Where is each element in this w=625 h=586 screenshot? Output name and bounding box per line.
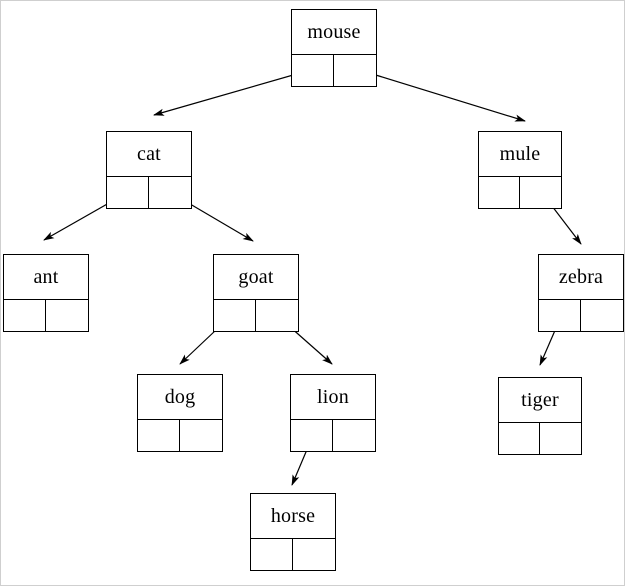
tree-node-right-pointer-horse[interactable] [293,539,335,570]
tree-node-pointers-horse [251,539,335,570]
tree-node-right-pointer-zebra[interactable] [581,300,623,331]
tree-node-right-pointer-goat[interactable] [256,300,298,331]
tree-node-pointers-lion [291,420,375,451]
tree-node-mule[interactable]: mule [478,131,562,209]
tree-node-right-pointer-cat[interactable] [149,177,191,208]
tree-node-cat[interactable]: cat [106,131,192,209]
tree-node-label-dog: dog [138,375,222,420]
tree-node-label-tiger: tiger [499,378,581,423]
tree-node-pointers-cat [107,177,191,208]
tree-node-pointers-goat [214,300,298,331]
tree-edge-mouse-left-to-cat [153,68,315,116]
tree-node-pointers-mouse [292,55,376,86]
tree-node-label-lion: lion [291,375,375,420]
tree-node-label-cat: cat [107,132,191,177]
tree-node-label-horse: horse [251,494,335,539]
tree-node-left-pointer-lion[interactable] [291,420,333,451]
tree-node-label-goat: goat [214,255,298,300]
tree-node-left-pointer-mule[interactable] [479,177,520,208]
tree-node-goat[interactable]: goat [213,254,299,332]
tree-node-left-pointer-tiger[interactable] [499,423,540,454]
tree-node-left-pointer-ant[interactable] [4,300,46,331]
tree-node-label-ant: ant [4,255,88,300]
tree-node-pointers-mule [479,177,561,208]
tree-node-right-pointer-mouse[interactable] [334,55,376,86]
tree-node-right-pointer-tiger[interactable] [540,423,581,454]
tree-node-left-pointer-goat[interactable] [214,300,256,331]
tree-node-left-pointer-zebra[interactable] [539,300,581,331]
tree-node-right-pointer-lion[interactable] [333,420,375,451]
tree-node-tiger[interactable]: tiger [498,377,582,455]
tree-node-label-zebra: zebra [539,255,623,300]
tree-node-right-pointer-mule[interactable] [520,177,561,208]
tree-node-left-pointer-cat[interactable] [107,177,149,208]
tree-edge-mouse-right-to-mule [352,67,526,122]
tree-node-pointers-zebra [539,300,623,331]
tree-node-horse[interactable]: horse [250,493,336,571]
tree-node-pointers-dog [138,420,222,451]
tree-node-pointers-ant [4,300,88,331]
tree-node-lion[interactable]: lion [290,374,376,452]
tree-node-label-mule: mule [479,132,561,177]
tree-node-left-pointer-horse[interactable] [251,539,293,570]
tree-node-ant[interactable]: ant [3,254,89,332]
tree-node-pointers-tiger [499,423,581,454]
tree-node-mouse[interactable]: mouse [291,9,377,87]
tree-node-left-pointer-dog[interactable] [138,420,180,451]
tree-node-right-pointer-dog[interactable] [180,420,222,451]
tree-node-label-mouse: mouse [292,10,376,55]
tree-node-zebra[interactable]: zebra [538,254,624,332]
tree-node-right-pointer-ant[interactable] [46,300,88,331]
tree-node-left-pointer-mouse[interactable] [292,55,334,86]
tree-node-dog[interactable]: dog [137,374,223,452]
